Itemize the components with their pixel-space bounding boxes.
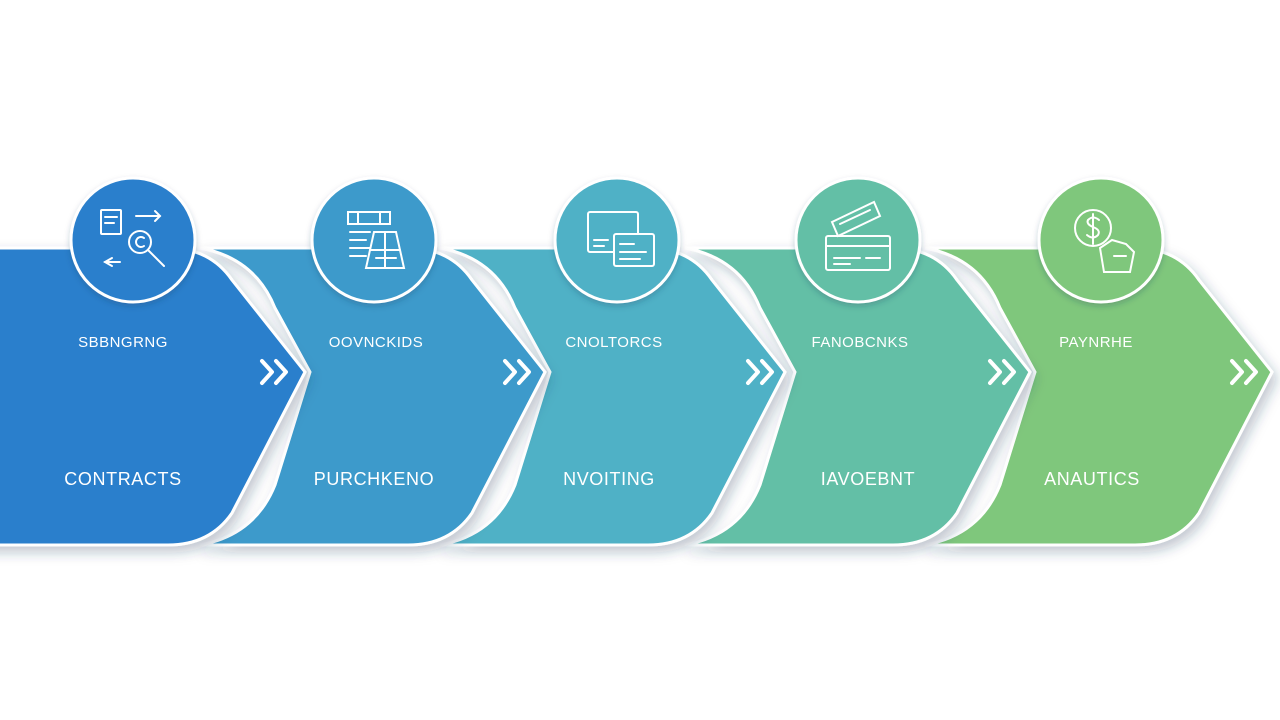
step-label: PURCHKENO (314, 469, 434, 489)
step-invoicing: CNOLTORCS NVOITING (553, 176, 681, 489)
step-payment: FANOBCNKS IAVOEBNT (794, 176, 922, 489)
step-arrow-block (924, 246, 1274, 547)
invoice-card-icon (825, 200, 891, 271)
step-label: IAVOEBNT (821, 469, 915, 489)
double-chevron-icon (1230, 359, 1258, 385)
step-icon-circle (69, 176, 197, 304)
double-chevron-icon (988, 359, 1016, 385)
contract-search-icon (100, 209, 165, 267)
step-label: NVOITING (563, 469, 655, 489)
step-title: SBBNGRNG (78, 334, 168, 351)
step-icon-circle (794, 176, 922, 304)
step-title: CNOLTORCS (565, 334, 662, 351)
step-icon-circle (1037, 176, 1165, 304)
step-arrow-block (199, 246, 547, 547)
payment-coin-icon (1074, 209, 1136, 273)
step-title: FANOBCNKS (811, 334, 908, 351)
double-chevron-icon (503, 359, 531, 385)
step-purchasing: OOVNCKIDS PURCHKENO (310, 176, 438, 489)
step-contracts: SBBNGRNG CONTRACTS (64, 176, 197, 489)
double-chevron-icon (746, 359, 774, 385)
step-title: OOVNCKIDS (329, 334, 424, 351)
step-label: CONTRACTS (64, 469, 181, 489)
step-title: PAYNRHE (1059, 334, 1133, 351)
step-arrow-block (439, 246, 787, 547)
purchase-blueprint-icon (347, 211, 406, 269)
step-arrow-block (684, 246, 1032, 547)
double-chevron-icon (260, 359, 288, 385)
step-label: ANAUTICS (1044, 469, 1140, 489)
invoice-windows-icon (587, 211, 655, 267)
step-analytics: PAYNRHE ANAUTICS (1037, 176, 1165, 489)
step-icon-circle (310, 176, 438, 304)
